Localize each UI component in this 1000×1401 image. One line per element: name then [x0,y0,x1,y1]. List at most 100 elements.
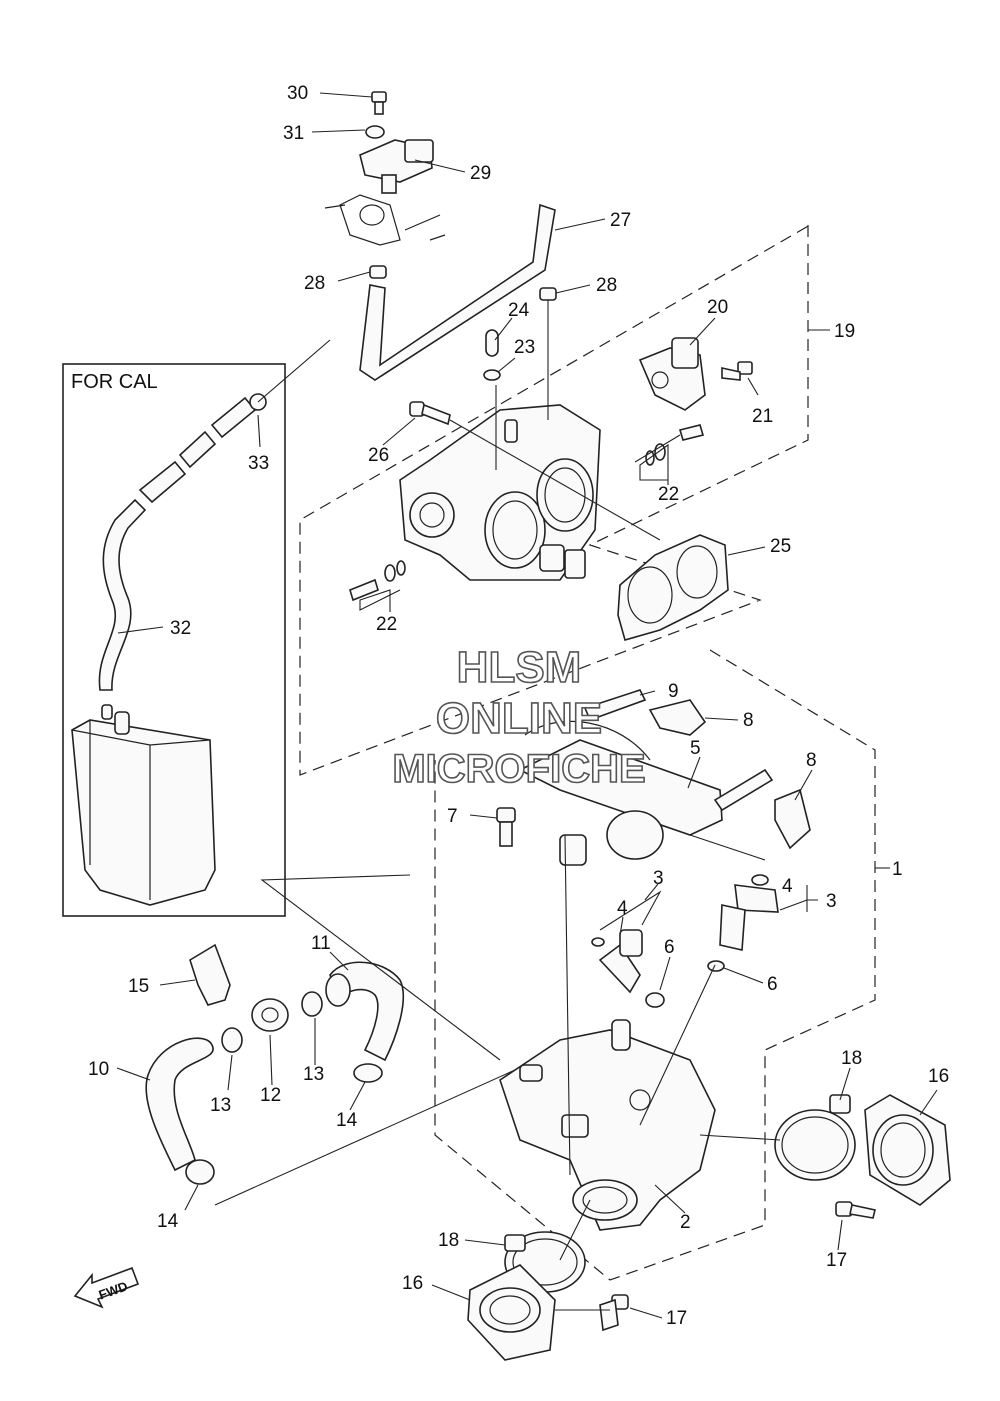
callout-33: 33 [248,453,269,474]
callout-24: 24 [508,300,530,321]
connection-lines [214,300,781,1311]
callout-16-right: 16 [928,1066,949,1087]
callouts: 30 31 29 27 28 28 24 23 20 19 21 26 22 2… [88,83,949,1329]
for-cal-title: FOR CAL [71,371,158,393]
oring-6-right [707,960,725,972]
watermark-line3: MICROFICHE [392,747,645,791]
screws-22-right [645,424,705,466]
callout-9: 9 [668,681,679,702]
callout-30: 30 [287,83,308,104]
hose-27 [359,203,556,381]
callout-13-right: 13 [303,1064,324,1085]
assembly-1-boundary [434,649,876,1281]
clamp-18-right [774,1094,856,1181]
callout-8-right: 8 [806,750,817,771]
watermark: HLSM ONLINE MICROFICHE [392,642,647,792]
callout-26: 26 [368,445,389,466]
callout-20: 20 [707,297,728,318]
callout-4-right: 4 [782,876,793,897]
callout-31: 31 [283,123,304,144]
clip-8-upper [648,699,707,736]
callout-22-right: 22 [658,484,679,505]
callout-28a: 28 [304,273,325,294]
callout-28b: 28 [596,275,617,296]
bracket [339,194,401,246]
oring-13-left [221,1027,243,1053]
bolt-17-right [835,1201,876,1219]
callout-32: 32 [170,618,191,639]
callout-18-right: 18 [841,1048,862,1069]
bolt-30 [371,91,387,115]
bolt-7 [496,807,516,847]
callout-16-bottom: 16 [402,1273,423,1294]
callout-11: 11 [311,933,331,954]
bolt-17-bottom [599,1294,629,1332]
fuel-rail-5 [518,720,774,866]
callout-6-left: 6 [664,937,675,958]
hose-11-end [325,973,351,1007]
throttle-body [399,404,601,581]
assembly-19-boundary [299,224,811,776]
callout-3-top: 3 [653,868,664,889]
clamp-28a [369,265,387,279]
injector-3-left [598,929,643,994]
joint-16-right [864,1094,951,1206]
tps-sensor-20 [638,337,706,411]
callout-13-left: 13 [210,1095,231,1116]
clamp-28b [539,287,557,301]
hose-10 [145,1037,214,1172]
canister [71,704,216,906]
callout-23: 23 [514,337,535,358]
callout-10: 10 [88,1059,109,1080]
callout-18-bottom: 18 [438,1230,459,1251]
fitting-12 [251,998,289,1032]
callout-15: 15 [128,976,149,997]
callout-22-left: 22 [376,614,397,635]
callout-17-bottom: 17 [666,1308,687,1329]
cap-14-right [353,1063,383,1083]
oring-13-right [301,991,323,1017]
bracket-lines [324,204,446,241]
leader-lines [116,92,938,1319]
hose-32 [98,396,257,691]
screw-26 [409,401,451,426]
callout-21: 21 [752,406,773,427]
callout-14-left: 14 [157,1211,179,1232]
callout-7: 7 [447,806,458,827]
watermark-line1: HLSM [457,643,582,692]
callout-6-right: 6 [767,974,778,995]
oring-4-left [591,937,605,947]
joint-16-bottom [467,1264,556,1361]
fwd-arrow: FWD [73,1266,140,1309]
callout-8-upper: 8 [743,710,754,731]
gasket-25 [617,534,729,641]
oring-6-left [645,992,665,1008]
clip-23 [483,369,501,381]
callout-29: 29 [470,163,491,184]
washer-31 [365,125,385,139]
callout-12: 12 [260,1085,281,1106]
clamp-15 [189,943,231,1006]
callout-17-right: 17 [826,1250,847,1271]
map-sensor-29 [359,139,434,194]
callout-19: 19 [834,321,855,342]
callout-4-left: 4 [617,898,628,919]
clip-8-right [774,788,811,850]
callout-1: 1 [892,859,903,880]
oring-4-right [751,874,769,886]
callout-14-right: 14 [336,1110,358,1131]
callout-5: 5 [690,738,701,759]
callout-3-right: 3 [826,891,837,912]
pipe-24 [485,329,499,357]
watermark-line2: ONLINE [436,694,602,743]
intake-manifold-2 [499,1019,716,1231]
callout-25: 25 [770,536,791,557]
screw-21 [721,361,753,381]
cap-14-left [185,1159,215,1185]
for-cal-box [62,363,286,917]
callout-27: 27 [610,210,631,231]
clip-9 [583,689,647,722]
injector-3-right [719,884,779,951]
screws-22-left [349,560,406,602]
